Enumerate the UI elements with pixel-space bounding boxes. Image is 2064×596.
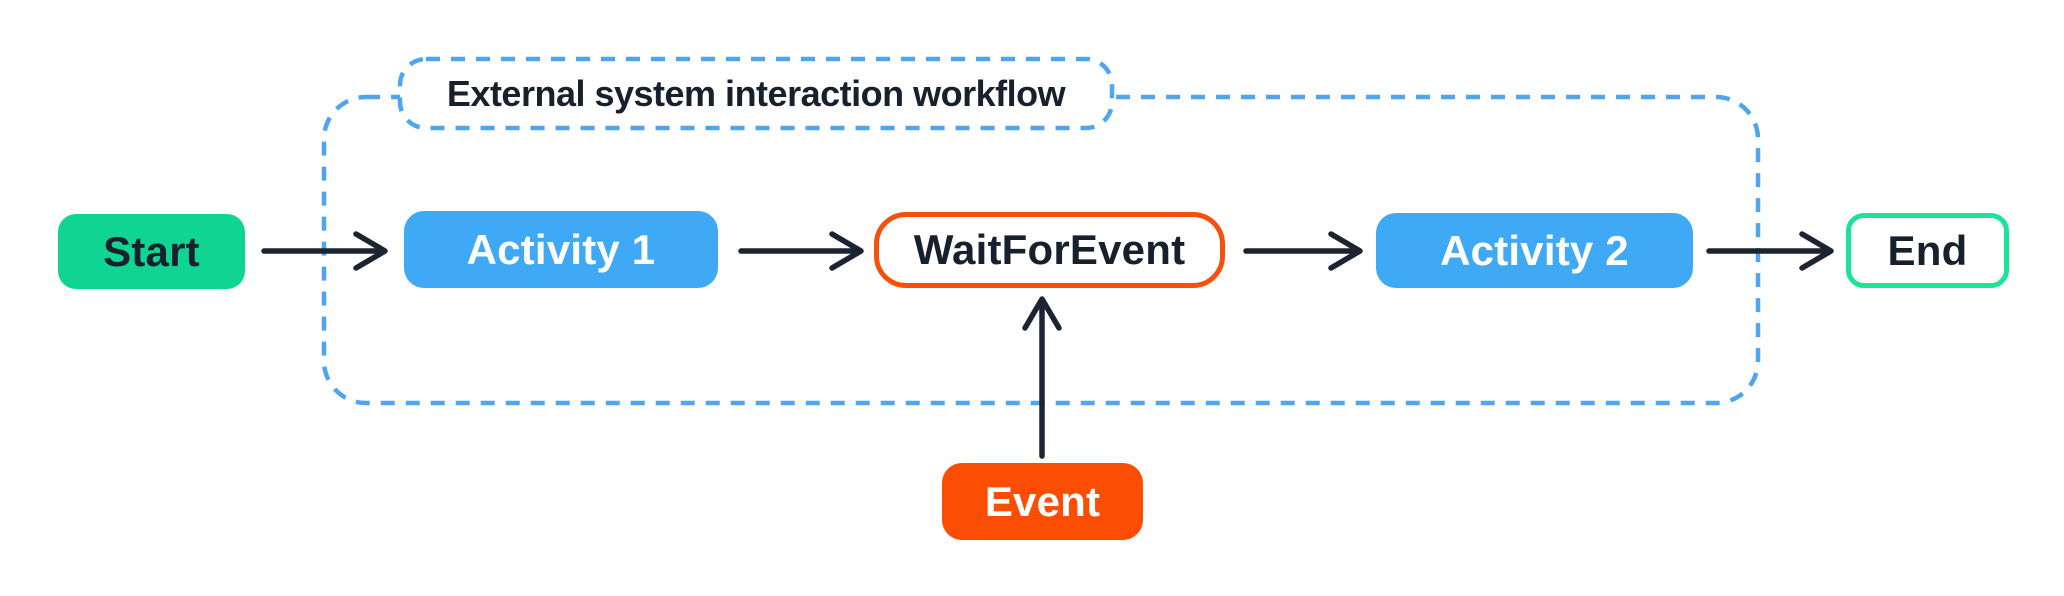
node-wait-for-event: WaitForEvent bbox=[874, 212, 1225, 288]
node-start: Start bbox=[58, 214, 245, 289]
node-end: End bbox=[1846, 213, 2009, 288]
arrow-activity2-to-end bbox=[1706, 231, 1834, 271]
arrow-event-to-waitforevent bbox=[1022, 296, 1062, 459]
arrow-waitforevent-to-activity2 bbox=[1243, 231, 1363, 271]
workflow-title-box bbox=[397, 56, 1115, 131]
node-activity-1: Activity 1 bbox=[404, 211, 718, 288]
workflow-title: External system interaction workflow bbox=[446, 72, 1066, 114]
arrow-start-to-activity1 bbox=[261, 231, 388, 271]
node-activity-2: Activity 2 bbox=[1376, 213, 1693, 288]
node-event: Event bbox=[942, 463, 1143, 540]
arrow-activity1-to-waitforevent bbox=[738, 231, 864, 271]
